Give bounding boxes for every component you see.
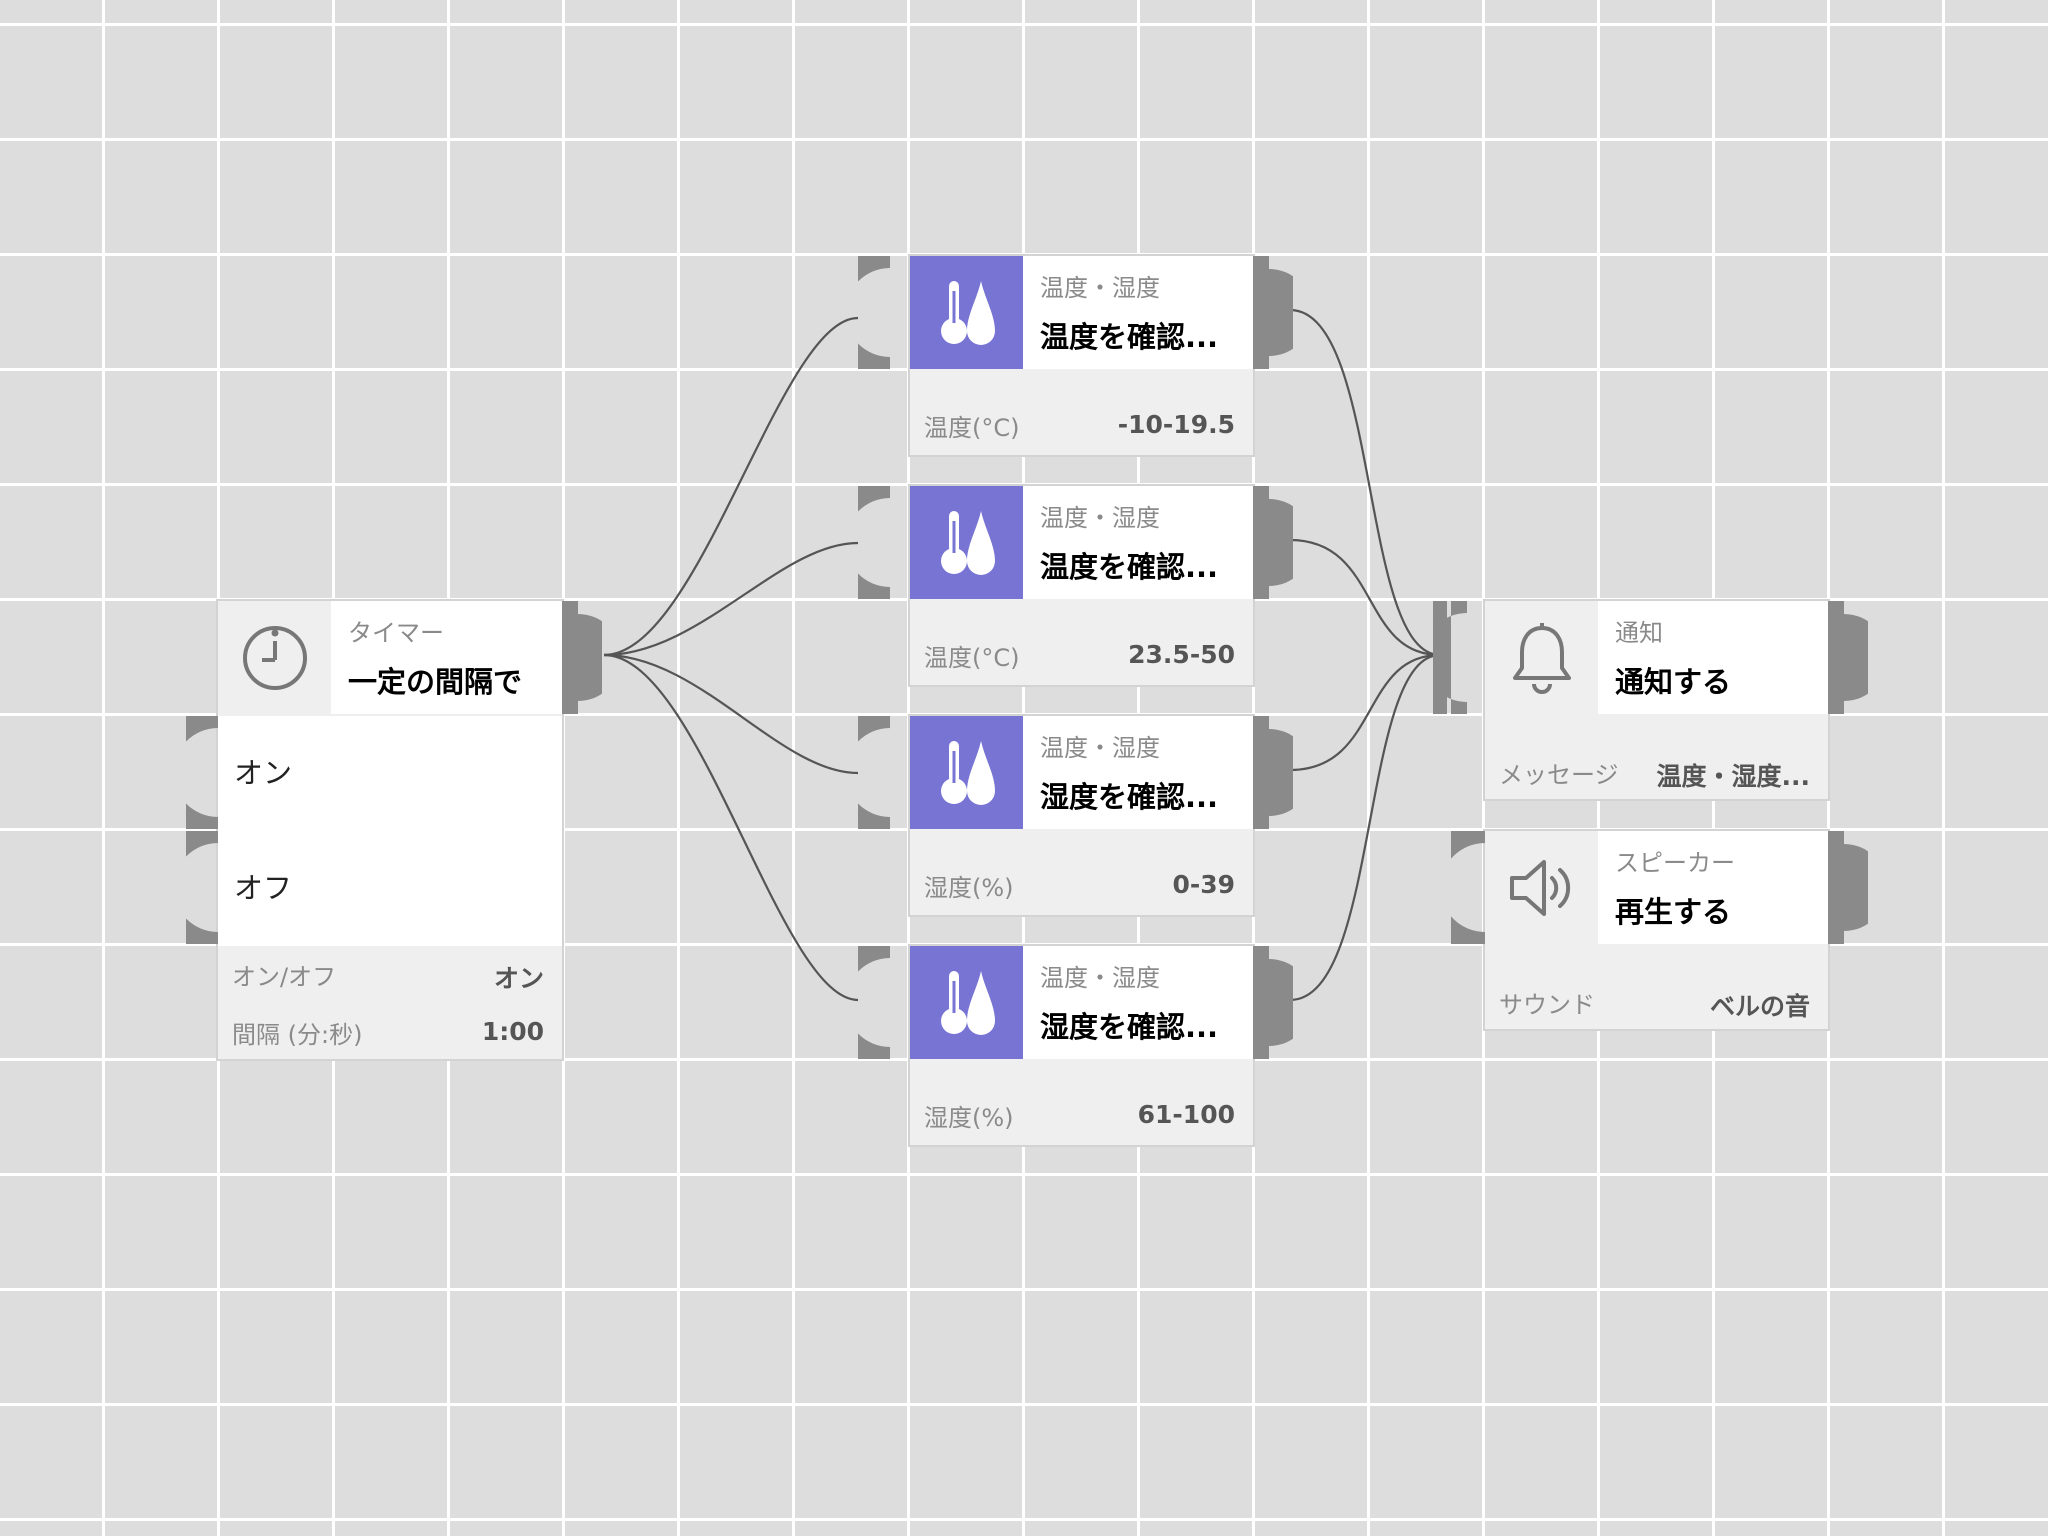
sensor-block-4[interactable]: 温度・湿度 湿度を確認... 湿度(%) 61-100 bbox=[910, 946, 1253, 1145]
prop-value: 0-39 bbox=[1172, 870, 1235, 899]
sensor-1-input-socket[interactable] bbox=[858, 256, 910, 369]
wire-sensor-3-notify bbox=[1289, 653, 1441, 772]
block-title: 温度を確認... bbox=[1040, 320, 1219, 354]
speaker-prop[interactable]: サウンド ベルの音 bbox=[1499, 979, 1810, 1021]
prop-value: 61-100 bbox=[1137, 1100, 1235, 1129]
prop-key: 温度(°C) bbox=[924, 644, 1020, 672]
prop-onoff[interactable]: オン/オフ オン bbox=[232, 951, 544, 993]
thermometer-droplet-icon bbox=[910, 716, 1023, 829]
thermometer-droplet-icon bbox=[910, 256, 1023, 369]
sensor-block-1[interactable]: 温度・湿度 温度を確認... 温度(°C) -10-19.5 bbox=[910, 256, 1253, 455]
sensor-1-output-socket[interactable] bbox=[1253, 256, 1293, 369]
sensor-3-input-socket[interactable] bbox=[858, 716, 910, 829]
sensor-block-2[interactable]: 温度・湿度 温度を確認... 温度(°C) 23.5-50 bbox=[910, 486, 1253, 685]
prop-key: 温度(°C) bbox=[924, 414, 1020, 442]
output-label: オン bbox=[234, 756, 293, 790]
bell-icon bbox=[1485, 601, 1598, 714]
block-title: 一定の間隔で bbox=[348, 665, 523, 699]
timer-output-socket[interactable] bbox=[562, 601, 602, 714]
sensor-2-input-socket[interactable] bbox=[858, 486, 910, 599]
clock-icon bbox=[218, 601, 331, 714]
block-category: 温度・湿度 bbox=[1040, 734, 1160, 762]
timer-output-on[interactable]: オン bbox=[218, 716, 562, 831]
block-title: 湿度を確認... bbox=[1040, 780, 1219, 814]
thermometer-droplet-icon bbox=[910, 946, 1023, 1059]
wire-timer-sensor-2 bbox=[603, 541, 859, 657]
block-category: 温度・湿度 bbox=[1040, 504, 1160, 532]
block-category: スピーカー bbox=[1615, 849, 1735, 877]
sensor-3-output-socket[interactable] bbox=[1253, 716, 1293, 829]
prop-value: 1:00 bbox=[481, 1017, 544, 1046]
prop-interval[interactable]: 間隔 (分:秒) 1:00 bbox=[232, 1009, 544, 1049]
wire-sensor-2-notify bbox=[1289, 538, 1441, 657]
sensor-4-input-socket[interactable] bbox=[858, 946, 910, 1059]
sensor-header: 温度・湿度 温度を確認... bbox=[910, 256, 1253, 369]
sensor-prop[interactable]: 温度(°C) 23.5-50 bbox=[924, 632, 1235, 672]
speaker-icon bbox=[1485, 831, 1598, 944]
prop-value: オン bbox=[493, 964, 544, 993]
prop-value: -10-19.5 bbox=[1117, 410, 1235, 439]
block-title: 再生する bbox=[1615, 895, 1732, 929]
wire-timer-sensor-1 bbox=[603, 316, 859, 657]
block-category: 温度・湿度 bbox=[1040, 964, 1160, 992]
sensor-header: 温度・湿度 湿度を確認... bbox=[910, 716, 1253, 829]
prop-key: メッセージ bbox=[1499, 761, 1619, 789]
speaker-block[interactable]: スピーカー 再生する サウンド ベルの音 bbox=[1485, 831, 1828, 1029]
wire-sensor-4-notify bbox=[1289, 653, 1441, 1002]
block-title: 通知する bbox=[1615, 665, 1732, 699]
speaker-input-socket[interactable] bbox=[1451, 831, 1485, 944]
speaker-header: スピーカー 再生する bbox=[1485, 831, 1828, 944]
timer-block[interactable]: タイマー 一定の間隔で オン オフ オン/オフ オン 間隔 (分:秒) 1:00 bbox=[218, 601, 562, 1059]
timer-header: タイマー 一定の間隔で bbox=[218, 601, 562, 714]
notify-prop[interactable]: メッセージ 温度・湿度... bbox=[1499, 749, 1810, 791]
prop-key: サウンド bbox=[1499, 991, 1595, 1019]
notify-header: 通知 通知する bbox=[1485, 601, 1828, 714]
sensor-prop[interactable]: 温度(°C) -10-19.5 bbox=[924, 402, 1235, 442]
speaker-output-socket[interactable] bbox=[1828, 831, 1868, 944]
sensor-prop[interactable]: 湿度(%) 0-39 bbox=[924, 862, 1235, 902]
sensor-header: 温度・湿度 湿度を確認... bbox=[910, 946, 1253, 1059]
sensor-prop[interactable]: 湿度(%) 61-100 bbox=[924, 1092, 1235, 1132]
prop-key: 間隔 (分:秒) bbox=[232, 1021, 363, 1049]
prop-key: 湿度(%) bbox=[924, 1104, 1014, 1132]
prop-key: オン/オフ bbox=[232, 963, 337, 991]
block-category: 温度・湿度 bbox=[1040, 274, 1160, 302]
notify-output-socket[interactable] bbox=[1828, 601, 1868, 714]
wire-timer-sensor-3 bbox=[603, 653, 859, 775]
timer-off-socket[interactable] bbox=[186, 831, 238, 944]
block-category: 通知 bbox=[1615, 619, 1663, 647]
prop-value: 温度・湿度... bbox=[1656, 762, 1811, 791]
wire-sensor-1-notify bbox=[1289, 308, 1441, 657]
notify-input-socket[interactable] bbox=[1433, 601, 1485, 714]
timer-output-off[interactable]: オフ bbox=[218, 831, 562, 946]
notify-block[interactable]: 通知 通知する メッセージ 温度・湿度... bbox=[1485, 601, 1828, 799]
prop-value: 23.5-50 bbox=[1128, 640, 1235, 669]
wire-timer-sensor-4 bbox=[603, 653, 859, 1002]
prop-value: ベルの音 bbox=[1709, 992, 1810, 1021]
sensor-2-output-socket[interactable] bbox=[1253, 486, 1293, 599]
sensor-block-3[interactable]: 温度・湿度 湿度を確認... 湿度(%) 0-39 bbox=[910, 716, 1253, 915]
prop-key: 湿度(%) bbox=[924, 874, 1014, 902]
block-title: 湿度を確認... bbox=[1040, 1010, 1219, 1044]
output-label: オフ bbox=[234, 871, 293, 905]
sensor-4-output-socket[interactable] bbox=[1253, 946, 1293, 1059]
block-title: 温度を確認... bbox=[1040, 550, 1219, 584]
timer-on-socket[interactable] bbox=[186, 716, 238, 829]
thermometer-droplet-icon bbox=[910, 486, 1023, 599]
block-category: タイマー bbox=[348, 619, 444, 647]
sensor-header: 温度・湿度 温度を確認... bbox=[910, 486, 1253, 599]
